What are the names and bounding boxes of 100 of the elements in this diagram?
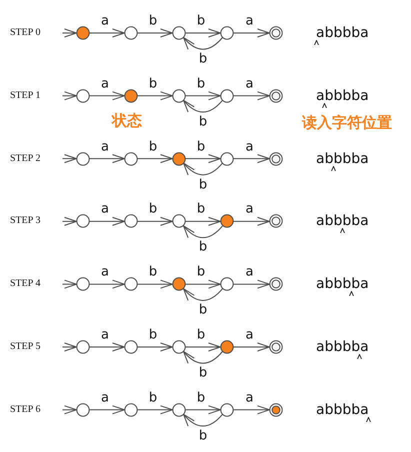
state-circle <box>76 88 90 103</box>
edge-label: b <box>196 266 206 279</box>
arrow <box>62 405 77 414</box>
state-circle <box>76 340 90 354</box>
state-circle <box>220 340 234 354</box>
edge-label: b <box>198 304 208 317</box>
arrow <box>62 280 77 289</box>
edge-label: a <box>101 140 109 154</box>
edge-label: b <box>148 391 158 404</box>
state-circle <box>76 152 90 166</box>
input-string: abbbba <box>316 88 369 103</box>
arrow <box>62 91 77 100</box>
edge-label: a <box>101 328 109 342</box>
state-circle <box>172 402 186 417</box>
arrow <box>89 154 125 164</box>
arrow <box>137 28 173 38</box>
input-string: abbbba <box>316 214 369 228</box>
edge-label: a <box>101 391 109 404</box>
step-label: STEP 4 <box>10 279 40 290</box>
arrow <box>233 280 270 289</box>
edge-label: b <box>196 14 206 28</box>
step-label: STEP 3 <box>10 216 40 226</box>
arrow <box>89 405 125 414</box>
arrow <box>233 91 270 100</box>
arrow <box>183 100 223 113</box>
state-circle <box>76 214 90 228</box>
arrow <box>185 342 221 352</box>
final-state-circle <box>269 277 283 292</box>
arrow <box>137 91 173 100</box>
state-circle <box>220 277 234 292</box>
state-circle <box>172 340 186 354</box>
arrow <box>62 28 77 38</box>
arrow <box>89 280 125 289</box>
final-state-circle <box>269 26 283 40</box>
edge-label: b <box>196 140 206 154</box>
input-string: abbbba <box>316 152 369 166</box>
final-state-circle <box>269 402 283 417</box>
edge-label: b <box>198 115 208 128</box>
arrow <box>62 342 77 352</box>
arrow <box>89 28 125 38</box>
edge-label: b <box>196 391 206 404</box>
edge-label: a <box>246 202 254 216</box>
state-circle <box>124 277 138 292</box>
edge-label: b <box>198 240 208 254</box>
edge-label: a <box>246 77 254 90</box>
edge-label: a <box>101 14 109 28</box>
step-label: STEP 1 <box>10 90 40 101</box>
state-circle <box>124 88 138 103</box>
edge-label: a <box>246 391 254 404</box>
arrow <box>233 154 270 164</box>
arrow <box>89 342 125 352</box>
state-circle <box>220 152 234 166</box>
edge-label: a <box>246 140 254 154</box>
arrow <box>185 91 221 100</box>
state-circle <box>124 402 138 417</box>
state-circle <box>172 26 186 40</box>
state-circle <box>172 152 186 166</box>
edge-label: a <box>246 266 254 279</box>
edge-label: b <box>148 14 158 28</box>
arrow <box>62 154 77 164</box>
edge-label: b <box>148 328 158 342</box>
arrow <box>137 342 173 352</box>
state-circle <box>124 26 138 40</box>
arrow <box>233 342 270 352</box>
edge-label: a <box>101 202 109 216</box>
state-circle <box>220 402 234 417</box>
final-state-circle <box>269 340 283 354</box>
arrow <box>89 91 125 100</box>
state-circle <box>220 26 234 40</box>
input-string: abbbba <box>316 277 369 292</box>
arrow <box>137 154 173 164</box>
arrow <box>62 216 77 226</box>
arrow <box>185 216 221 226</box>
edge-label: b <box>196 77 206 90</box>
arrow <box>183 414 223 427</box>
arrow <box>89 216 125 226</box>
arrow <box>183 162 223 176</box>
edge-label: b <box>198 429 208 442</box>
edge-label: a <box>101 266 109 279</box>
edge-label: b <box>148 202 158 216</box>
edge-label: b <box>196 328 206 342</box>
state-circle <box>76 26 90 40</box>
edge-label: b <box>148 140 158 154</box>
arrow <box>185 405 221 414</box>
state-circle <box>172 277 186 292</box>
final-state-circle <box>269 152 283 166</box>
state-circle <box>172 88 186 103</box>
arrow <box>137 216 173 226</box>
state-circle <box>124 340 138 354</box>
state-circle <box>220 214 234 228</box>
state-circle <box>76 277 90 292</box>
annotation-text: 状态 <box>112 114 142 128</box>
annotation-text: 读入字符位置 <box>302 116 392 130</box>
input-string: abbbba <box>316 402 369 417</box>
state-circle <box>172 214 186 228</box>
step-label: STEP 2 <box>10 154 40 164</box>
edge-label: b <box>198 178 208 192</box>
edge-label: b <box>148 266 158 279</box>
arrow <box>137 280 173 289</box>
arrow <box>183 351 223 364</box>
